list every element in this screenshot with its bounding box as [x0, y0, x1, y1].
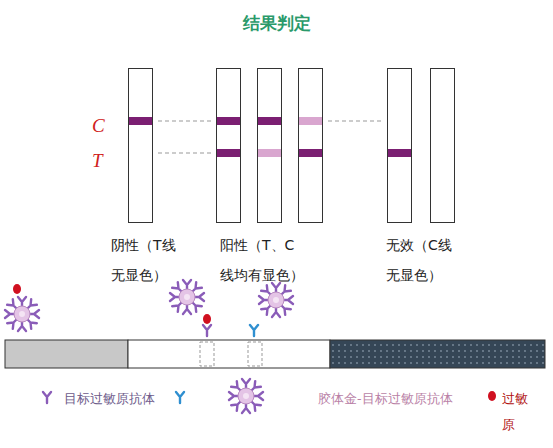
legend-text: 目标过敏原抗体: [64, 386, 174, 412]
flow-strip: [5, 340, 545, 368]
gold-conjugate: [5, 280, 293, 331]
antibody-symbol: [203, 314, 258, 336]
band: [129, 117, 411, 157]
test-strip: [129, 69, 455, 223]
title: 结果判定: [0, 12, 553, 35]
legend-icon: [43, 379, 496, 413]
legend-text: 过敏 原: [502, 386, 534, 438]
line-label: C: [92, 111, 112, 141]
legend-text: 胶体金-目标过敏原抗体: [318, 386, 483, 412]
result-label: 无效（C线 无显色）: [386, 230, 482, 290]
result-label: 阳性（T、C 线均有显色）: [220, 230, 330, 290]
line-label: T: [92, 146, 112, 176]
result-label: 阴性（T线 无显色）: [111, 230, 207, 290]
